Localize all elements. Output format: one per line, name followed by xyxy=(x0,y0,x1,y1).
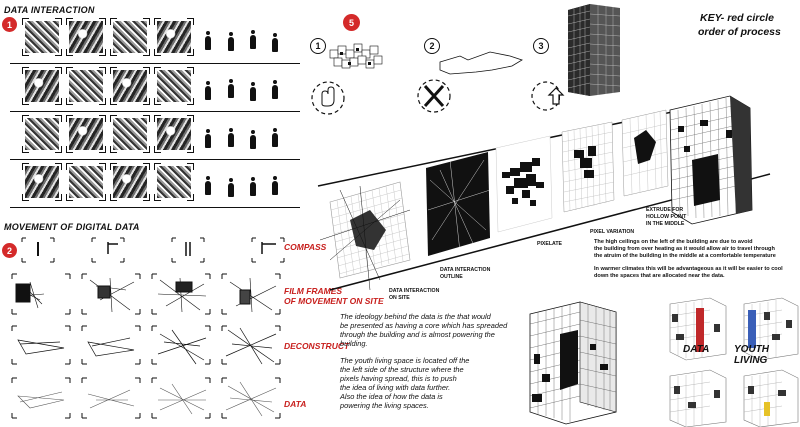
ideology-line-8: the idea of living with data further. xyxy=(340,383,451,392)
extrude-label-3: IN THE MIDDLE xyxy=(646,221,685,227)
ideology-line-4: building. xyxy=(340,339,368,348)
ideology-line-10: powering the living spaces. xyxy=(340,401,429,410)
film-frames-label-2: OF MOVEMENT ON SITE xyxy=(284,296,384,306)
ideology-line-1: The ideology behind the data is the that… xyxy=(340,312,491,321)
pixel-variation-label: PIXEL VARIATION xyxy=(590,229,635,235)
order-3-badge: 3 xyxy=(533,38,549,54)
tower-sketch xyxy=(567,4,621,96)
extrude-label-1: EXTRUDE FOR xyxy=(646,207,684,213)
data-interaction-grid xyxy=(0,0,300,215)
key-label-1: KEY- red circle xyxy=(700,12,774,24)
pixelate-label: PIXELATE xyxy=(537,241,562,247)
film-frame xyxy=(154,18,194,56)
film-frame xyxy=(66,18,106,56)
film-frame xyxy=(110,67,150,105)
legend-youth-living: YOUTH LIVING xyxy=(734,344,769,366)
legend-data: DATA xyxy=(683,344,710,355)
deconstruct-label: DECONSTRUCT xyxy=(284,341,350,351)
key-label-2: order of process xyxy=(698,26,781,38)
film-frame xyxy=(66,115,106,153)
movement-diagrams xyxy=(11,237,285,419)
warm-note-1: In warmer climates this will be advantag… xyxy=(594,266,783,272)
data-interaction-title: DATA INTERACTION xyxy=(4,5,95,15)
film-frame xyxy=(110,115,150,153)
ceiling-note-3: the atruim of the building in the middle… xyxy=(594,253,776,259)
ideology-line-2: be presented as having a core which has … xyxy=(340,321,508,330)
film-frame xyxy=(22,67,62,105)
ceiling-note-1: The high ceilings on the left of the bui… xyxy=(594,239,753,245)
up-arrow-icon xyxy=(546,86,566,106)
site-label-2: ON SITE xyxy=(389,295,410,301)
outline-label-1: DATA INTERACTION xyxy=(440,267,491,273)
process-diagram xyxy=(317,95,771,291)
film-frames-label-1: FILM FRAMES xyxy=(284,286,343,296)
movement-title: MOVEMENT OF DIGITAL DATA xyxy=(4,222,140,232)
step-2-badge: 2 xyxy=(2,243,17,258)
step-5-badge: 5 xyxy=(343,14,360,31)
film-frame xyxy=(154,67,194,105)
ideology-line-7: pixels having spread, this is to push xyxy=(340,374,457,383)
film-frame xyxy=(154,163,194,201)
data-label: DATA xyxy=(284,399,307,409)
film-frame xyxy=(22,115,62,153)
outline-label-2: OUTLINE xyxy=(440,274,463,280)
film-frame xyxy=(110,18,150,56)
order-1-badge: 1 xyxy=(310,38,326,54)
step-1-badge: 1 xyxy=(2,17,17,32)
film-frame xyxy=(110,163,150,201)
order-2-badge: 2 xyxy=(424,38,440,54)
compass-label: COMPASS xyxy=(284,242,327,252)
ceiling-note-2: the building from over heating as it wou… xyxy=(594,246,775,252)
film-frame xyxy=(66,67,106,105)
process-sketches xyxy=(311,43,560,115)
ideology-line-3: through the building and is almost power… xyxy=(340,330,495,339)
film-frame xyxy=(22,163,62,201)
site-label-1: DATA INTERACTION xyxy=(389,288,440,294)
film-frame xyxy=(66,163,106,201)
ideology-line-6: the left side of the structure where the xyxy=(340,365,464,374)
ideology-line-5: The youth living space is located off th… xyxy=(340,356,470,365)
film-frame xyxy=(22,18,62,56)
ideology-line-9: Also the idea of how the data is xyxy=(340,392,443,401)
extrude-label-2: HOLLOW POINT xyxy=(646,214,687,220)
building-legend-sketches xyxy=(529,297,799,427)
warm-note-2: down the spaces that are allocated near … xyxy=(594,273,725,279)
film-frame xyxy=(154,115,194,153)
